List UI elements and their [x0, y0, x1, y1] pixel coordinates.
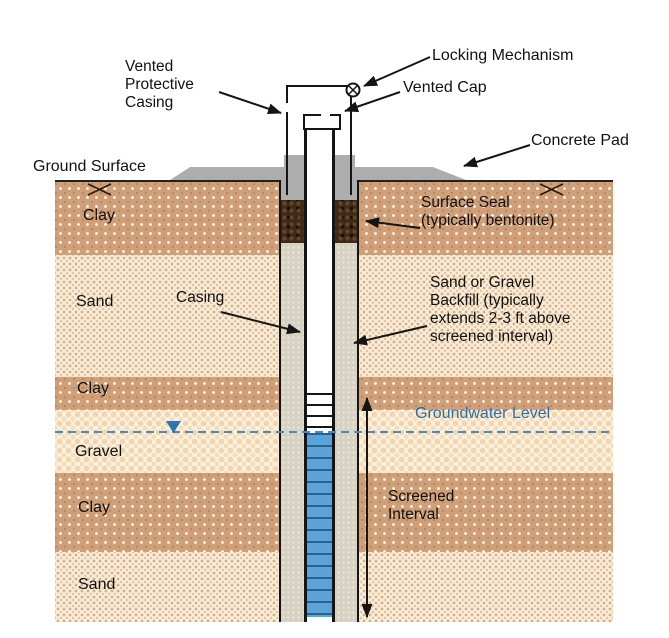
- cap-vent-gap: [321, 113, 330, 117]
- ground-surface-label: Ground Surface: [33, 158, 146, 175]
- layer-label-sand-2: Sand: [78, 576, 116, 593]
- vented-protective-casing-label: Vented Protective Casing: [125, 58, 194, 111]
- protective-casing-right: [350, 96, 352, 195]
- concrete-pad-label: Concrete Pad: [531, 132, 629, 149]
- screen-below-water: [307, 433, 332, 617]
- groundwater-level-label: Groundwater Level: [415, 405, 551, 422]
- well-casing: [304, 128, 335, 622]
- arrow-concrete-pad: [463, 144, 531, 168]
- screen-above-water: [307, 393, 332, 433]
- backfill-label: Sand or Gravel Backfill (typically exten…: [430, 274, 571, 345]
- screened-interval-label: Screened Interval: [388, 488, 455, 523]
- layer-label-sand-1: Sand: [76, 293, 114, 310]
- layer-label-clay-1: Clay: [83, 207, 116, 224]
- layer-label-clay-2: Clay: [77, 380, 110, 397]
- surface-seal-label: Surface Seal (typically bentonite): [421, 194, 555, 229]
- vented-cap-label: Vented Cap: [403, 79, 487, 96]
- casing-label: Casing: [176, 289, 225, 306]
- arrow-vented-protective-casing: [218, 91, 282, 115]
- protective-casing-top-line: [286, 85, 352, 87]
- protective-casing-left-upper: [286, 85, 288, 103]
- arrow-vented-cap: [344, 91, 401, 112]
- layer-label-gravel: Gravel: [75, 443, 123, 460]
- protective-casing-left-lower: [286, 112, 288, 195]
- layer-label-clay-3: Clay: [78, 499, 111, 516]
- locking-mechanism-label: Locking Mechanism: [432, 47, 574, 64]
